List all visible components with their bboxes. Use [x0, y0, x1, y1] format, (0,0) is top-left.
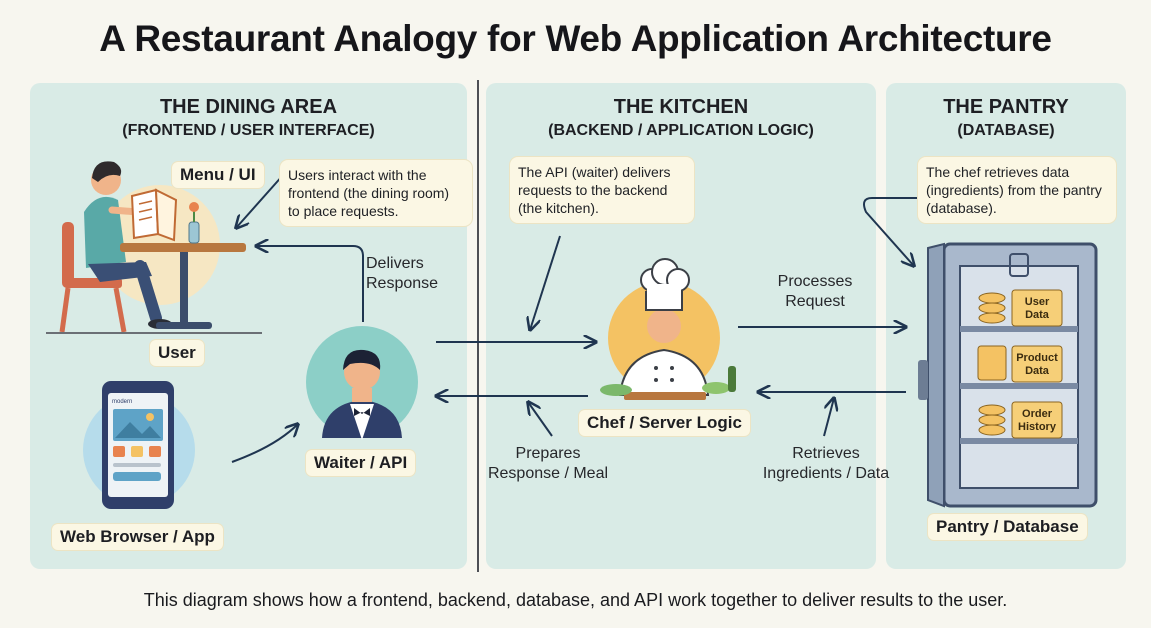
delivers-response-text: Delivers Response: [366, 255, 439, 292]
chef-figure: [600, 258, 736, 400]
prepares-response-text: Prepares Response / Meal: [487, 445, 609, 482]
retrieves-data-text: Retrieves Ingredients / Data: [762, 445, 890, 482]
pantry-database-label: Pantry / Database: [928, 514, 1087, 540]
user-label: User: [150, 340, 204, 366]
footer-caption: This diagram shows how a frontend, backe…: [143, 590, 1008, 610]
browser-app-label: Web Browser / App: [52, 524, 223, 550]
note-to-menu-arrow: [236, 173, 285, 228]
dining-title: THE DINING AREA: [159, 96, 338, 118]
delivers-response-arrow: [256, 246, 364, 322]
kitchen-subtitle: (BACKEND / APPLICATION LOGIC): [548, 122, 814, 139]
pantry-note: The chef retrieves data (ingredients) fr…: [918, 157, 1116, 223]
pantry-subtitle: (DATABASE): [957, 122, 1055, 139]
phone-header-text: modern: [112, 399, 132, 405]
dining-subtitle: (FRONTEND / USER INTERFACE): [122, 122, 375, 139]
waiter-figure: [306, 326, 418, 440]
user-figure: [46, 161, 262, 334]
waiter-api-label: Waiter / API: [306, 450, 416, 476]
shelf-order-history: Order History: [1018, 408, 1056, 433]
chef-server-label: Chef / Server Logic: [579, 410, 750, 436]
browser-to-waiter-arrow: [231, 424, 298, 463]
pantry-note-arrow: [863, 197, 918, 266]
prepares-arrow: [528, 402, 553, 437]
kitchen-title: THE KITCHEN: [613, 96, 749, 118]
phone-figure: modern: [83, 381, 195, 509]
api-note-arrow: [530, 235, 561, 330]
pantry-title: THE PANTRY: [943, 96, 1069, 118]
dining-note: Users interact with the frontend (the di…: [280, 160, 472, 226]
shelf-user-data: User Data: [1024, 296, 1050, 321]
pantry-cabinet: [918, 242, 1098, 508]
shelf-product-data: Product Data: [1016, 352, 1058, 377]
flow-arrows: [231, 173, 918, 463]
menu-ui-label: Menu / UI: [172, 162, 264, 188]
kitchen-note: The API (waiter) delivers requests to th…: [510, 157, 694, 223]
section-divider: [477, 80, 479, 572]
retrieves-label-arrow: [823, 398, 834, 437]
processes-request-text: Processes Request: [777, 273, 853, 310]
diagram-title: A Restaurant Analogy for Web Application…: [99, 18, 1052, 59]
